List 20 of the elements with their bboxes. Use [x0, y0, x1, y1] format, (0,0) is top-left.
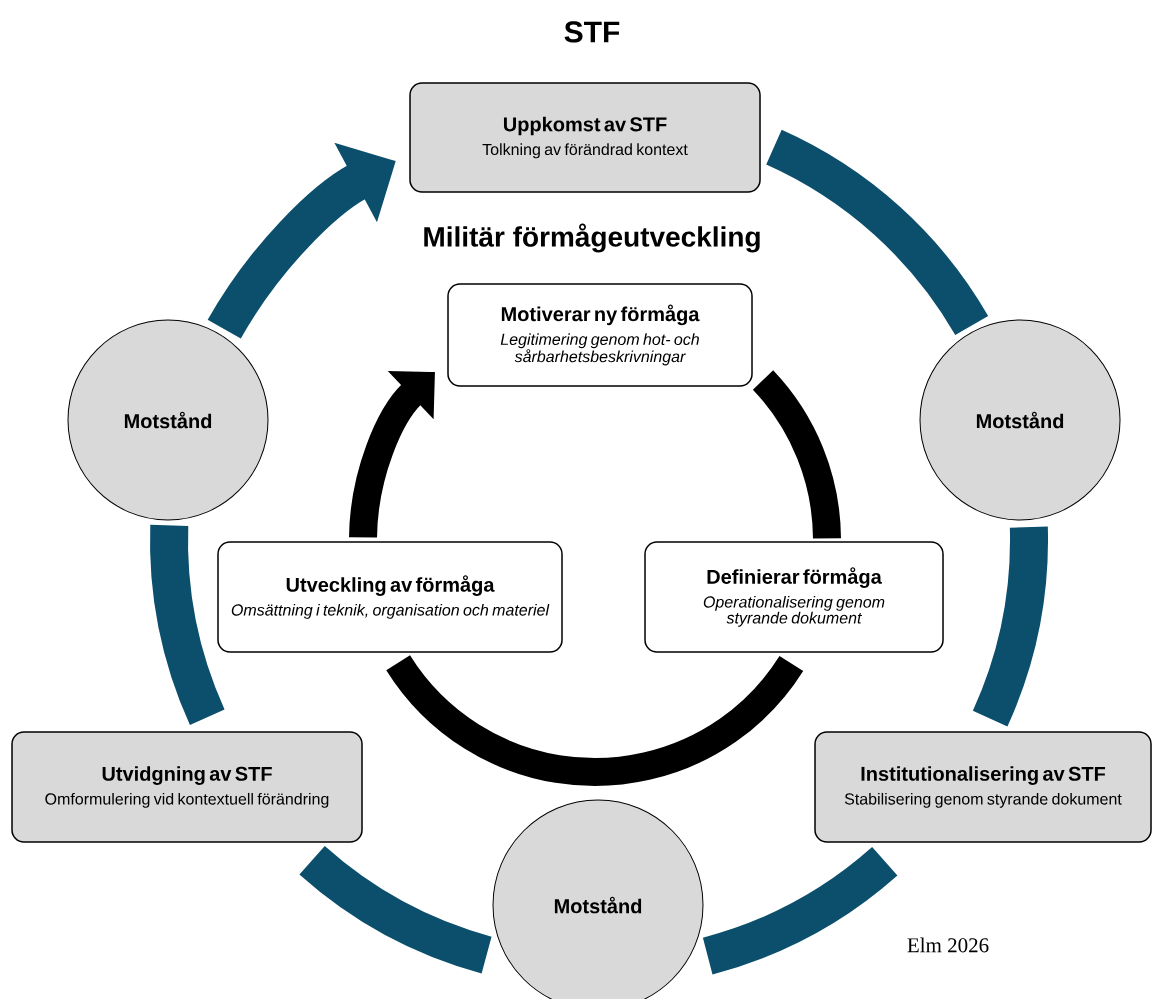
ring-segment [299, 845, 492, 974]
circle-node: Motstånd [919, 319, 1121, 521]
ring-arrow [349, 371, 435, 538]
ring-segment [386, 655, 803, 786]
circle-node: Motstånd [492, 799, 704, 999]
subtitle: Militär förmågeutveckling [424, 223, 760, 253]
credit-text: Elm 2026 [907, 937, 989, 953]
process-box: Uppkomst av STF Tolkning av förändrad kontext [409, 82, 761, 193]
ring-segment [972, 526, 1048, 727]
process-box: Definierar förmåga Operationalisering genom styrande dokument [644, 541, 944, 653]
ring-segment [702, 846, 898, 975]
process-box: Utvidgning av STF Omformulering vid kontextuell förändring [11, 731, 363, 843]
process-box: Motiverar ny förmåga Legitimering genom hot- och sårbarhetsbeskrivningar [447, 283, 753, 387]
title: STF [564, 21, 620, 43]
ring-segment [752, 370, 841, 539]
process-box: Utveckling av förmåga Omsättning i teknik, organisation och materiel [217, 541, 563, 653]
ring-segment [765, 130, 988, 336]
ring-segment [150, 525, 225, 725]
process-box: Institutionalisering av STF Stabilisering genom styrande dokument [814, 731, 1152, 843]
circle-node: Motstånd [67, 319, 269, 521]
